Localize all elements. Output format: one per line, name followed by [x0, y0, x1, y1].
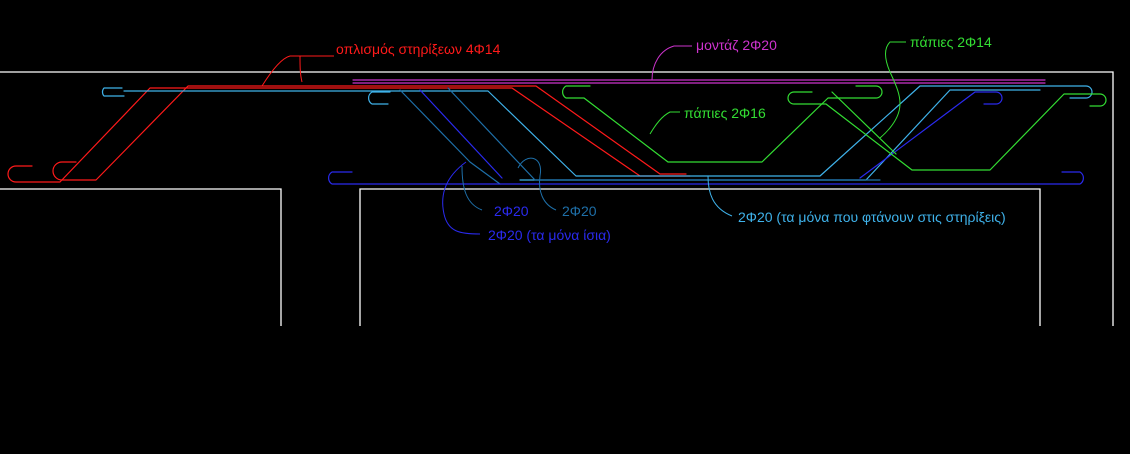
label-top-2f14: πάπιες 2Φ14	[910, 34, 992, 50]
straight-bars	[328, 89, 1084, 185]
leader-lines	[261, 41, 906, 235]
labels: οπλισμός στηρίξεων 4Φ14 μοντάζ 2Φ20 πάπι…	[336, 34, 1006, 243]
top-bars-green	[562, 85, 1107, 171]
top-bar-2f16	[562, 85, 883, 163]
bent-bar	[519, 89, 1041, 181]
straight-bar	[419, 89, 503, 179]
leader-supports	[707, 175, 733, 217]
bent-bar	[101, 85, 1093, 177]
bent-bars-to-supports	[101, 85, 1093, 181]
label-support-reinforcement: οπλισμός στηρίξεων 4Φ14	[336, 41, 501, 57]
leader-support	[261, 55, 334, 87]
support-bar	[52, 85, 687, 181]
leader-straight	[442, 161, 481, 235]
label-bars-straight: 2Φ20 (τα μόνα ίσια)	[488, 227, 611, 243]
support-reinforcement-bars	[7, 85, 691, 183]
label-montage: μοντάζ 2Φ20	[696, 37, 777, 53]
middle-support-outline	[359, 188, 1041, 326]
leader-2f16	[649, 111, 680, 135]
label-bars-a: 2Φ20	[494, 203, 529, 219]
label-bars-supports: 2Φ20 (τα μόνα που φτάνουν στις στηρίξεις…	[738, 209, 1006, 225]
beam-outline	[0, 71, 1114, 326]
label-top-2f16: πάπιες 2Φ16	[684, 105, 766, 121]
bent-bars-mid	[399, 87, 881, 185]
straight-bar	[328, 171, 1084, 185]
bent-bar	[447, 87, 881, 181]
leader-mid-b	[517, 157, 557, 211]
left-support-outline	[0, 188, 282, 326]
leader-mid	[461, 165, 483, 211]
bent-bar	[368, 91, 391, 105]
top-bar-2f14	[787, 91, 1107, 171]
montage-bars	[352, 79, 1046, 84]
leader-montage	[651, 45, 692, 81]
straight-bar	[859, 91, 1003, 179]
concrete-outline	[0, 71, 1114, 326]
leader-2f14	[879, 41, 906, 139]
bent-bar	[399, 89, 501, 185]
label-bars-b: 2Φ20	[562, 203, 597, 219]
top-bar-2f14	[831, 91, 897, 155]
support-bar	[7, 87, 691, 183]
